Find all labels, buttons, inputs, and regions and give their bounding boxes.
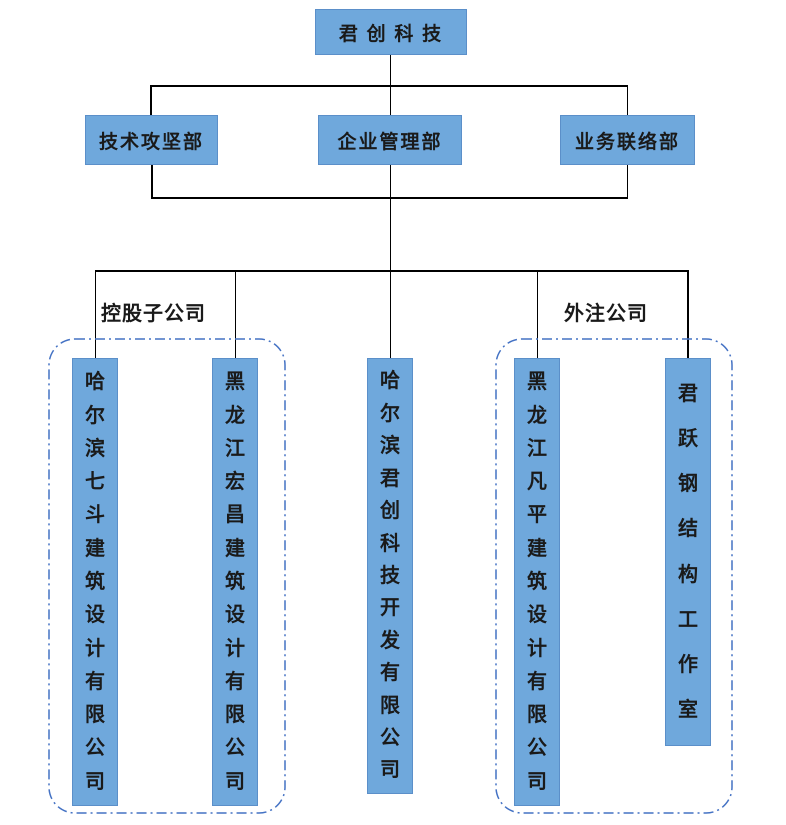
root-company-box: 君 创 科 技: [315, 9, 467, 55]
holding-group-outline: [48, 338, 286, 814]
connector-line: [150, 85, 628, 87]
connector-line: [389, 85, 391, 116]
outsourced-group-outline: [495, 338, 733, 814]
company-box-5: 君跃钢结构工作室: [665, 358, 711, 746]
connector-line: [687, 270, 689, 358]
company-box-2: 黑龙江宏昌建筑设计有限公司: [212, 358, 258, 806]
department-box-1: 技术攻坚部: [85, 115, 218, 165]
company-box-4: 黑龙江凡平建筑设计有限公司: [514, 358, 560, 806]
group-label-outsourced: 外注公司: [564, 303, 648, 325]
company-box-3: 哈尔滨君创科技开发有限公司: [367, 358, 413, 794]
connector-line: [389, 55, 391, 86]
connector-line: [389, 165, 391, 271]
connector-line: [626, 165, 628, 198]
department-box-3: 业务联络部: [560, 115, 695, 165]
connector-line: [94, 270, 96, 358]
connector-line: [94, 270, 689, 272]
connector-line: [536, 270, 538, 358]
connector-line: [234, 270, 236, 358]
connector-line: [389, 270, 391, 358]
group-label-holding: 控股子公司: [101, 303, 206, 325]
company-box-1: 哈尔滨七斗建筑设计有限公司: [72, 358, 118, 806]
department-box-2: 企业管理部: [318, 115, 462, 165]
connector-line: [151, 165, 153, 198]
connector-line: [626, 85, 628, 116]
connector-line: [150, 85, 152, 116]
